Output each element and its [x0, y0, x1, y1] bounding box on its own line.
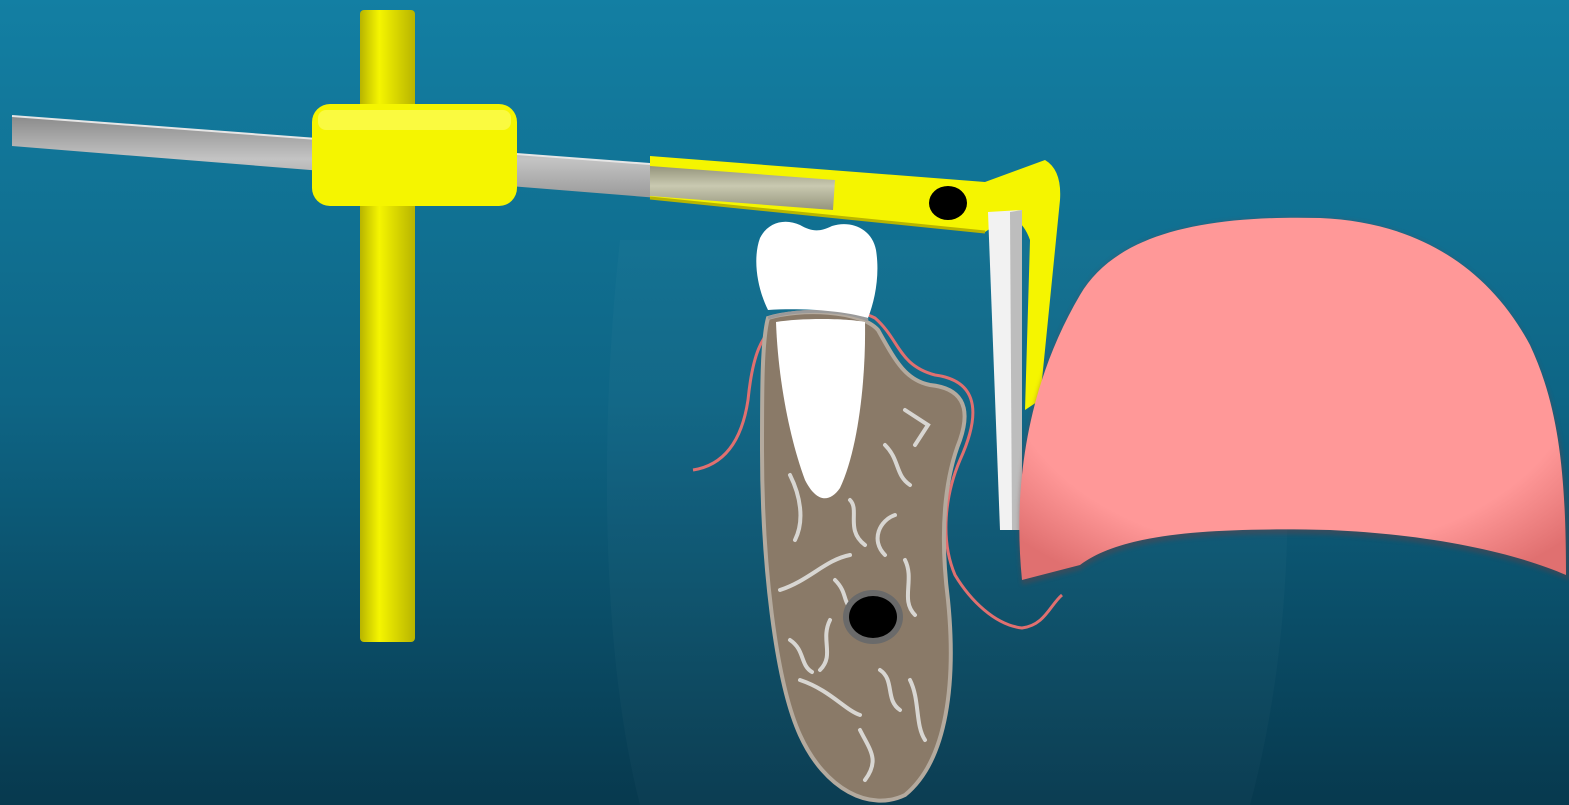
- slider-highlight: [318, 110, 511, 130]
- bone-canal-hole: [849, 596, 897, 638]
- caliper-pivot-hole: [929, 186, 967, 220]
- tooth-crown: [756, 222, 877, 318]
